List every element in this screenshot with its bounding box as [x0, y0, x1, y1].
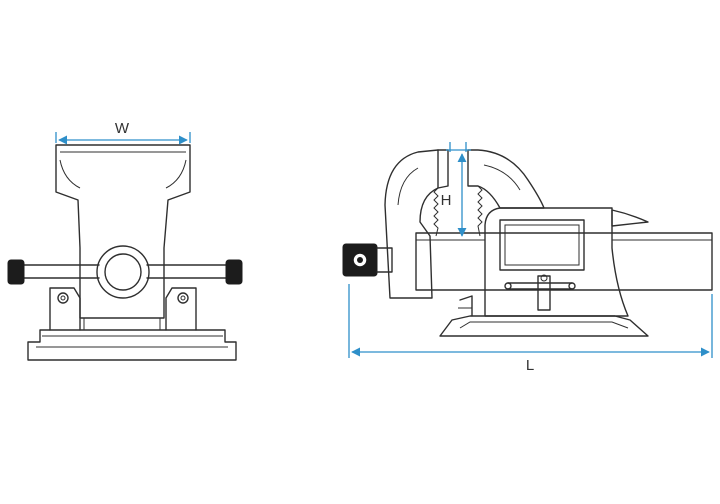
width-dimension: W — [55, 120, 191, 145]
side-movable-jaw — [384, 149, 449, 299]
front-screw-hub — [96, 245, 150, 299]
side-lock-handle — [504, 274, 576, 311]
side-anvil — [611, 209, 649, 227]
front-left-lug — [49, 287, 81, 331]
side-pipe-jaws — [433, 185, 483, 237]
height-label: H — [441, 192, 452, 209]
front-base — [27, 329, 237, 361]
side-view: H L — [342, 142, 713, 374]
width-label: W — [115, 120, 130, 137]
front-body — [55, 144, 191, 330]
front-right-lug — [165, 287, 197, 331]
front-view: W — [7, 120, 243, 361]
length-dimension: L — [348, 284, 713, 374]
side-body — [484, 207, 629, 317]
length-label: L — [526, 357, 534, 374]
side-swivel-joint — [458, 295, 473, 317]
side-screw-handle — [342, 243, 393, 277]
side-fixed-jaw — [467, 149, 545, 209]
front-handle-bar — [7, 259, 243, 285]
height-dimension: H — [441, 142, 471, 237]
side-base — [439, 315, 649, 337]
side-slide-rail — [415, 232, 713, 291]
